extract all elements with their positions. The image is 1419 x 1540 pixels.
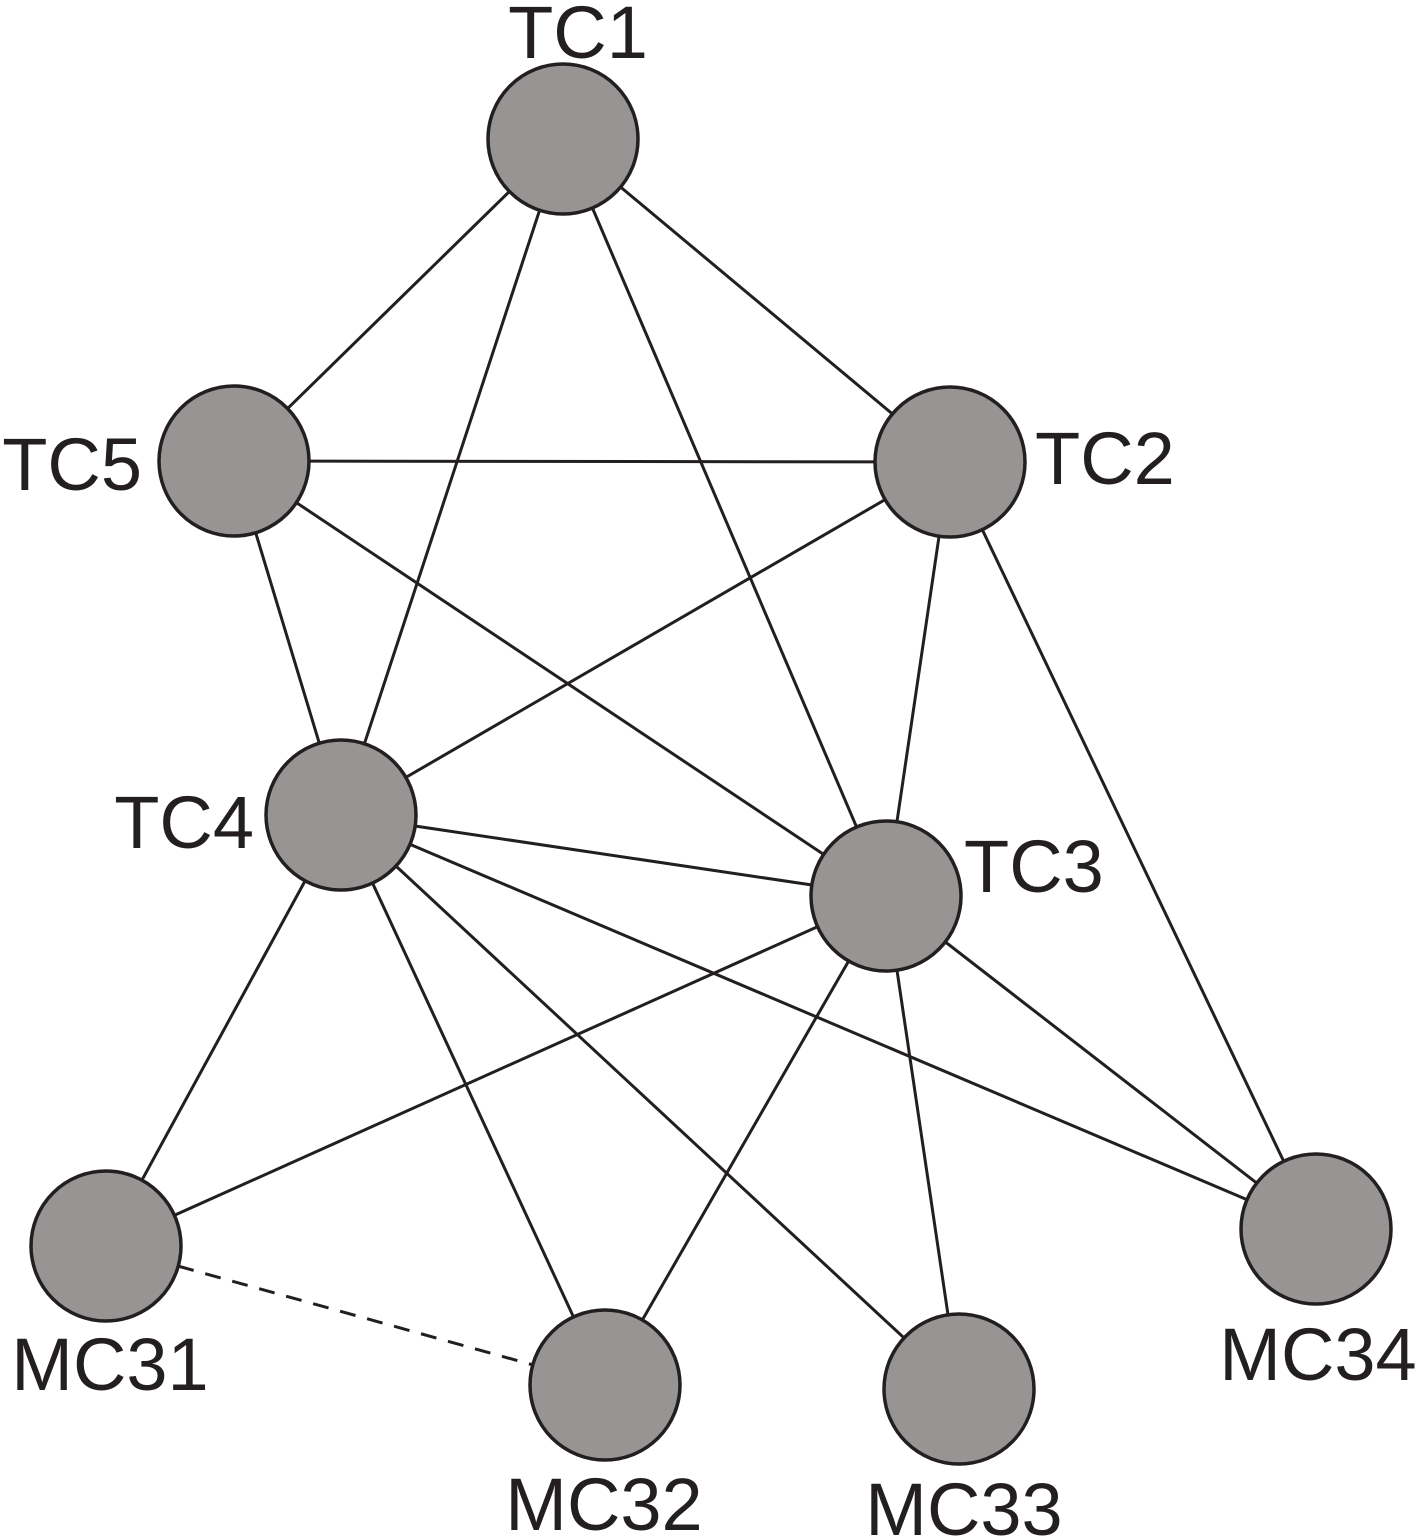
edge-tc3-mc33 bbox=[884, 894, 961, 1391]
edge-tc5-tc2 bbox=[232, 459, 952, 464]
edge-tc3-mc34 bbox=[884, 894, 1318, 1231]
nodes-layer bbox=[29, 62, 1393, 1466]
edge-tc4-mc33 bbox=[339, 813, 961, 1391]
label-mc32: MC32 bbox=[505, 1463, 702, 1540]
node-mc33 bbox=[882, 1312, 1036, 1466]
label-mc31: MC31 bbox=[11, 1323, 208, 1406]
edge-tc3-mc31 bbox=[104, 894, 888, 1248]
edge-tc4-mc32 bbox=[339, 813, 607, 1387]
edge-tc4-mc34 bbox=[339, 813, 1318, 1231]
edge-tc4-mc31 bbox=[104, 813, 343, 1248]
node-mc34 bbox=[1239, 1152, 1393, 1306]
edge-tc1-tc3 bbox=[561, 137, 888, 898]
node-mc32 bbox=[528, 1308, 682, 1462]
label-tc4: TC4 bbox=[114, 781, 254, 864]
label-tc1: TC1 bbox=[508, 0, 648, 74]
edge-tc2-tc4 bbox=[339, 460, 952, 817]
label-tc2: TC2 bbox=[1035, 417, 1175, 500]
edge-tc1-tc2 bbox=[561, 137, 952, 464]
label-mc33: MC33 bbox=[865, 1468, 1062, 1540]
edge-tc5-tc3 bbox=[232, 459, 888, 898]
label-mc34: MC34 bbox=[1219, 1313, 1416, 1396]
node-mc31 bbox=[29, 1169, 183, 1323]
node-tc2 bbox=[873, 385, 1027, 539]
edge-tc4-tc3 bbox=[339, 813, 888, 898]
node-tc4 bbox=[264, 738, 418, 892]
label-tc3: TC3 bbox=[964, 825, 1104, 908]
label-tc5: TC5 bbox=[2, 423, 142, 506]
node-tc1 bbox=[486, 62, 640, 216]
node-tc3 bbox=[809, 819, 963, 973]
node-tc5 bbox=[157, 384, 311, 538]
edge-tc3-mc32 bbox=[603, 894, 888, 1387]
edge-tc2-mc34 bbox=[948, 460, 1318, 1231]
edge-mc31-mc32 bbox=[177, 1264, 534, 1367]
edge-tc1-tc4 bbox=[339, 137, 565, 817]
